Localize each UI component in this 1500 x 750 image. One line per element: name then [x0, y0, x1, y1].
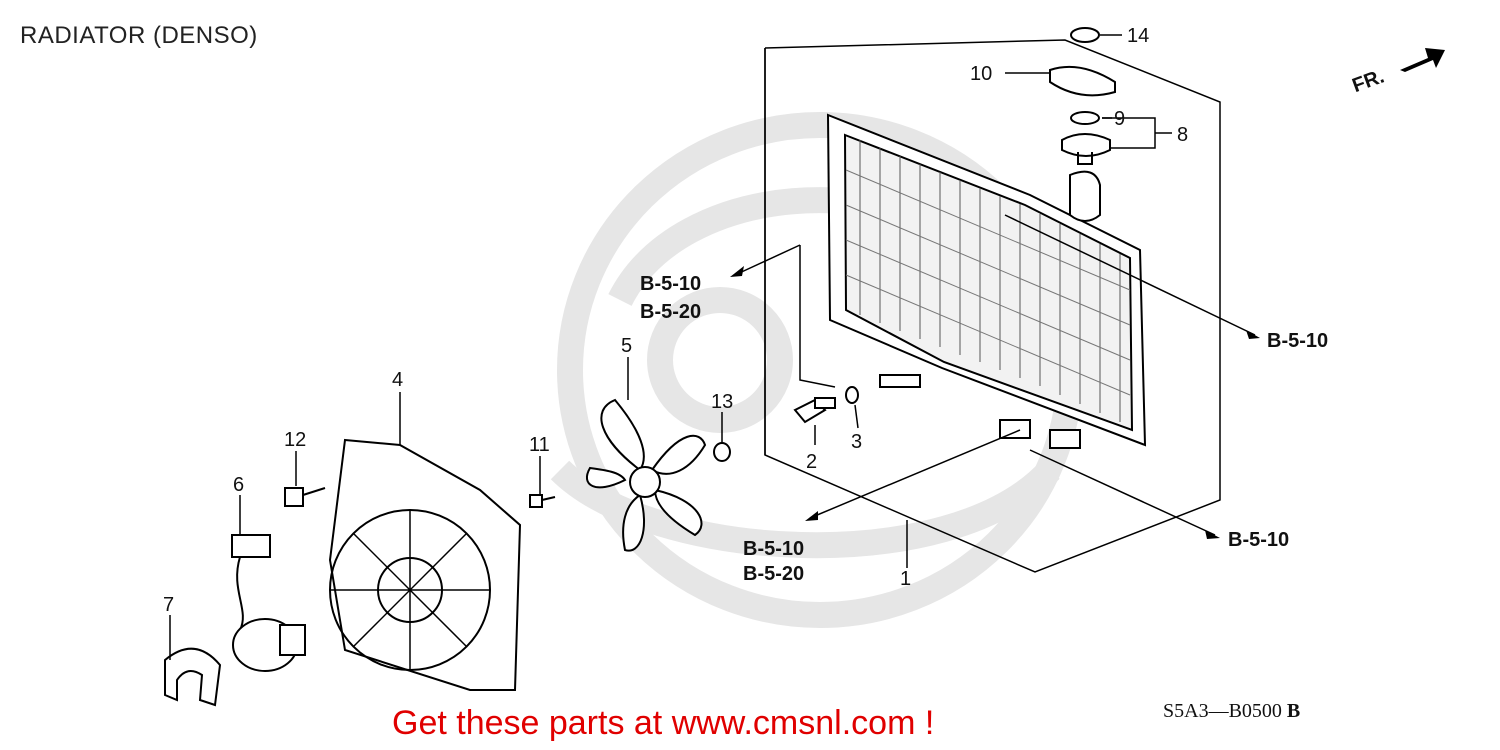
- washer-part-3: [845, 386, 859, 404]
- leader-lines: [169, 34, 1256, 660]
- label-part-7: 7: [163, 594, 174, 616]
- label-part-9: 9: [1114, 108, 1125, 130]
- part-number-labels: 1 2 3 4 5 6 7 8 9 10 11 12 13 14: [163, 25, 1188, 616]
- reference-labels: B-5-10 B-5-20 B-5-10 B-5-10 B-5-20 B-5-1…: [640, 273, 1328, 585]
- ref-b-5-10-upper-left: B-5-10: [640, 273, 701, 295]
- diagram-code-text: S5A3—B0500: [1163, 700, 1282, 722]
- ref-b-5-20-upper-left: B-5-20: [640, 301, 701, 323]
- label-part-10: 10: [970, 63, 992, 85]
- label-part-8: 8: [1177, 124, 1188, 146]
- label-part-4: 4: [392, 369, 403, 391]
- fan-motor-part-6: [231, 534, 306, 672]
- fan-shroud-part-4: [328, 438, 522, 691]
- bolt-part-12: [284, 487, 326, 507]
- front-label: FR.: [1349, 65, 1387, 97]
- o-ring-part-9: [1070, 111, 1100, 125]
- radiator-part-1: [826, 113, 1147, 449]
- nut-part-13: [713, 442, 731, 462]
- ref-b-5-10-lower: B-5-10: [743, 538, 804, 560]
- label-part-5: 5: [621, 335, 632, 357]
- front-direction-arrow: FR.: [1349, 48, 1445, 97]
- bolt-part-11: [529, 494, 556, 508]
- drain-plug-part-2: [793, 397, 836, 424]
- diagram-code: S5A3—B0500 B: [1163, 700, 1300, 723]
- label-part-2: 2: [806, 451, 817, 473]
- assembly-outline: [764, 39, 1221, 573]
- ref-b-5-10-lower-right: B-5-10: [1228, 529, 1289, 551]
- cap-cover-part-10: [1049, 65, 1116, 97]
- diagram-title: RADIATOR (DENSO): [20, 22, 258, 49]
- label-part-11: 11: [529, 434, 550, 456]
- cmsnl-parts-link[interactable]: Get these parts at www.cmsnl.com !: [392, 704, 935, 742]
- label-part-1: 1: [900, 568, 911, 590]
- arrowheads: [730, 266, 1260, 539]
- motor-guard-part-7: [164, 647, 222, 707]
- label-part-3: 3: [851, 431, 862, 453]
- diagram-revision: B: [1286, 700, 1301, 722]
- seal-part-14: [1070, 27, 1100, 43]
- ref-b-5-10-upper-right: B-5-10: [1267, 330, 1328, 352]
- ref-b-5-20-lower: B-5-20: [743, 563, 804, 585]
- radiator-cap-part-8: [1061, 133, 1111, 165]
- label-part-14: 14: [1127, 25, 1149, 47]
- label-part-6: 6: [233, 474, 244, 496]
- label-part-12: 12: [284, 429, 306, 451]
- label-part-13: 13: [711, 391, 733, 413]
- fan-blade-part-5: [585, 398, 707, 552]
